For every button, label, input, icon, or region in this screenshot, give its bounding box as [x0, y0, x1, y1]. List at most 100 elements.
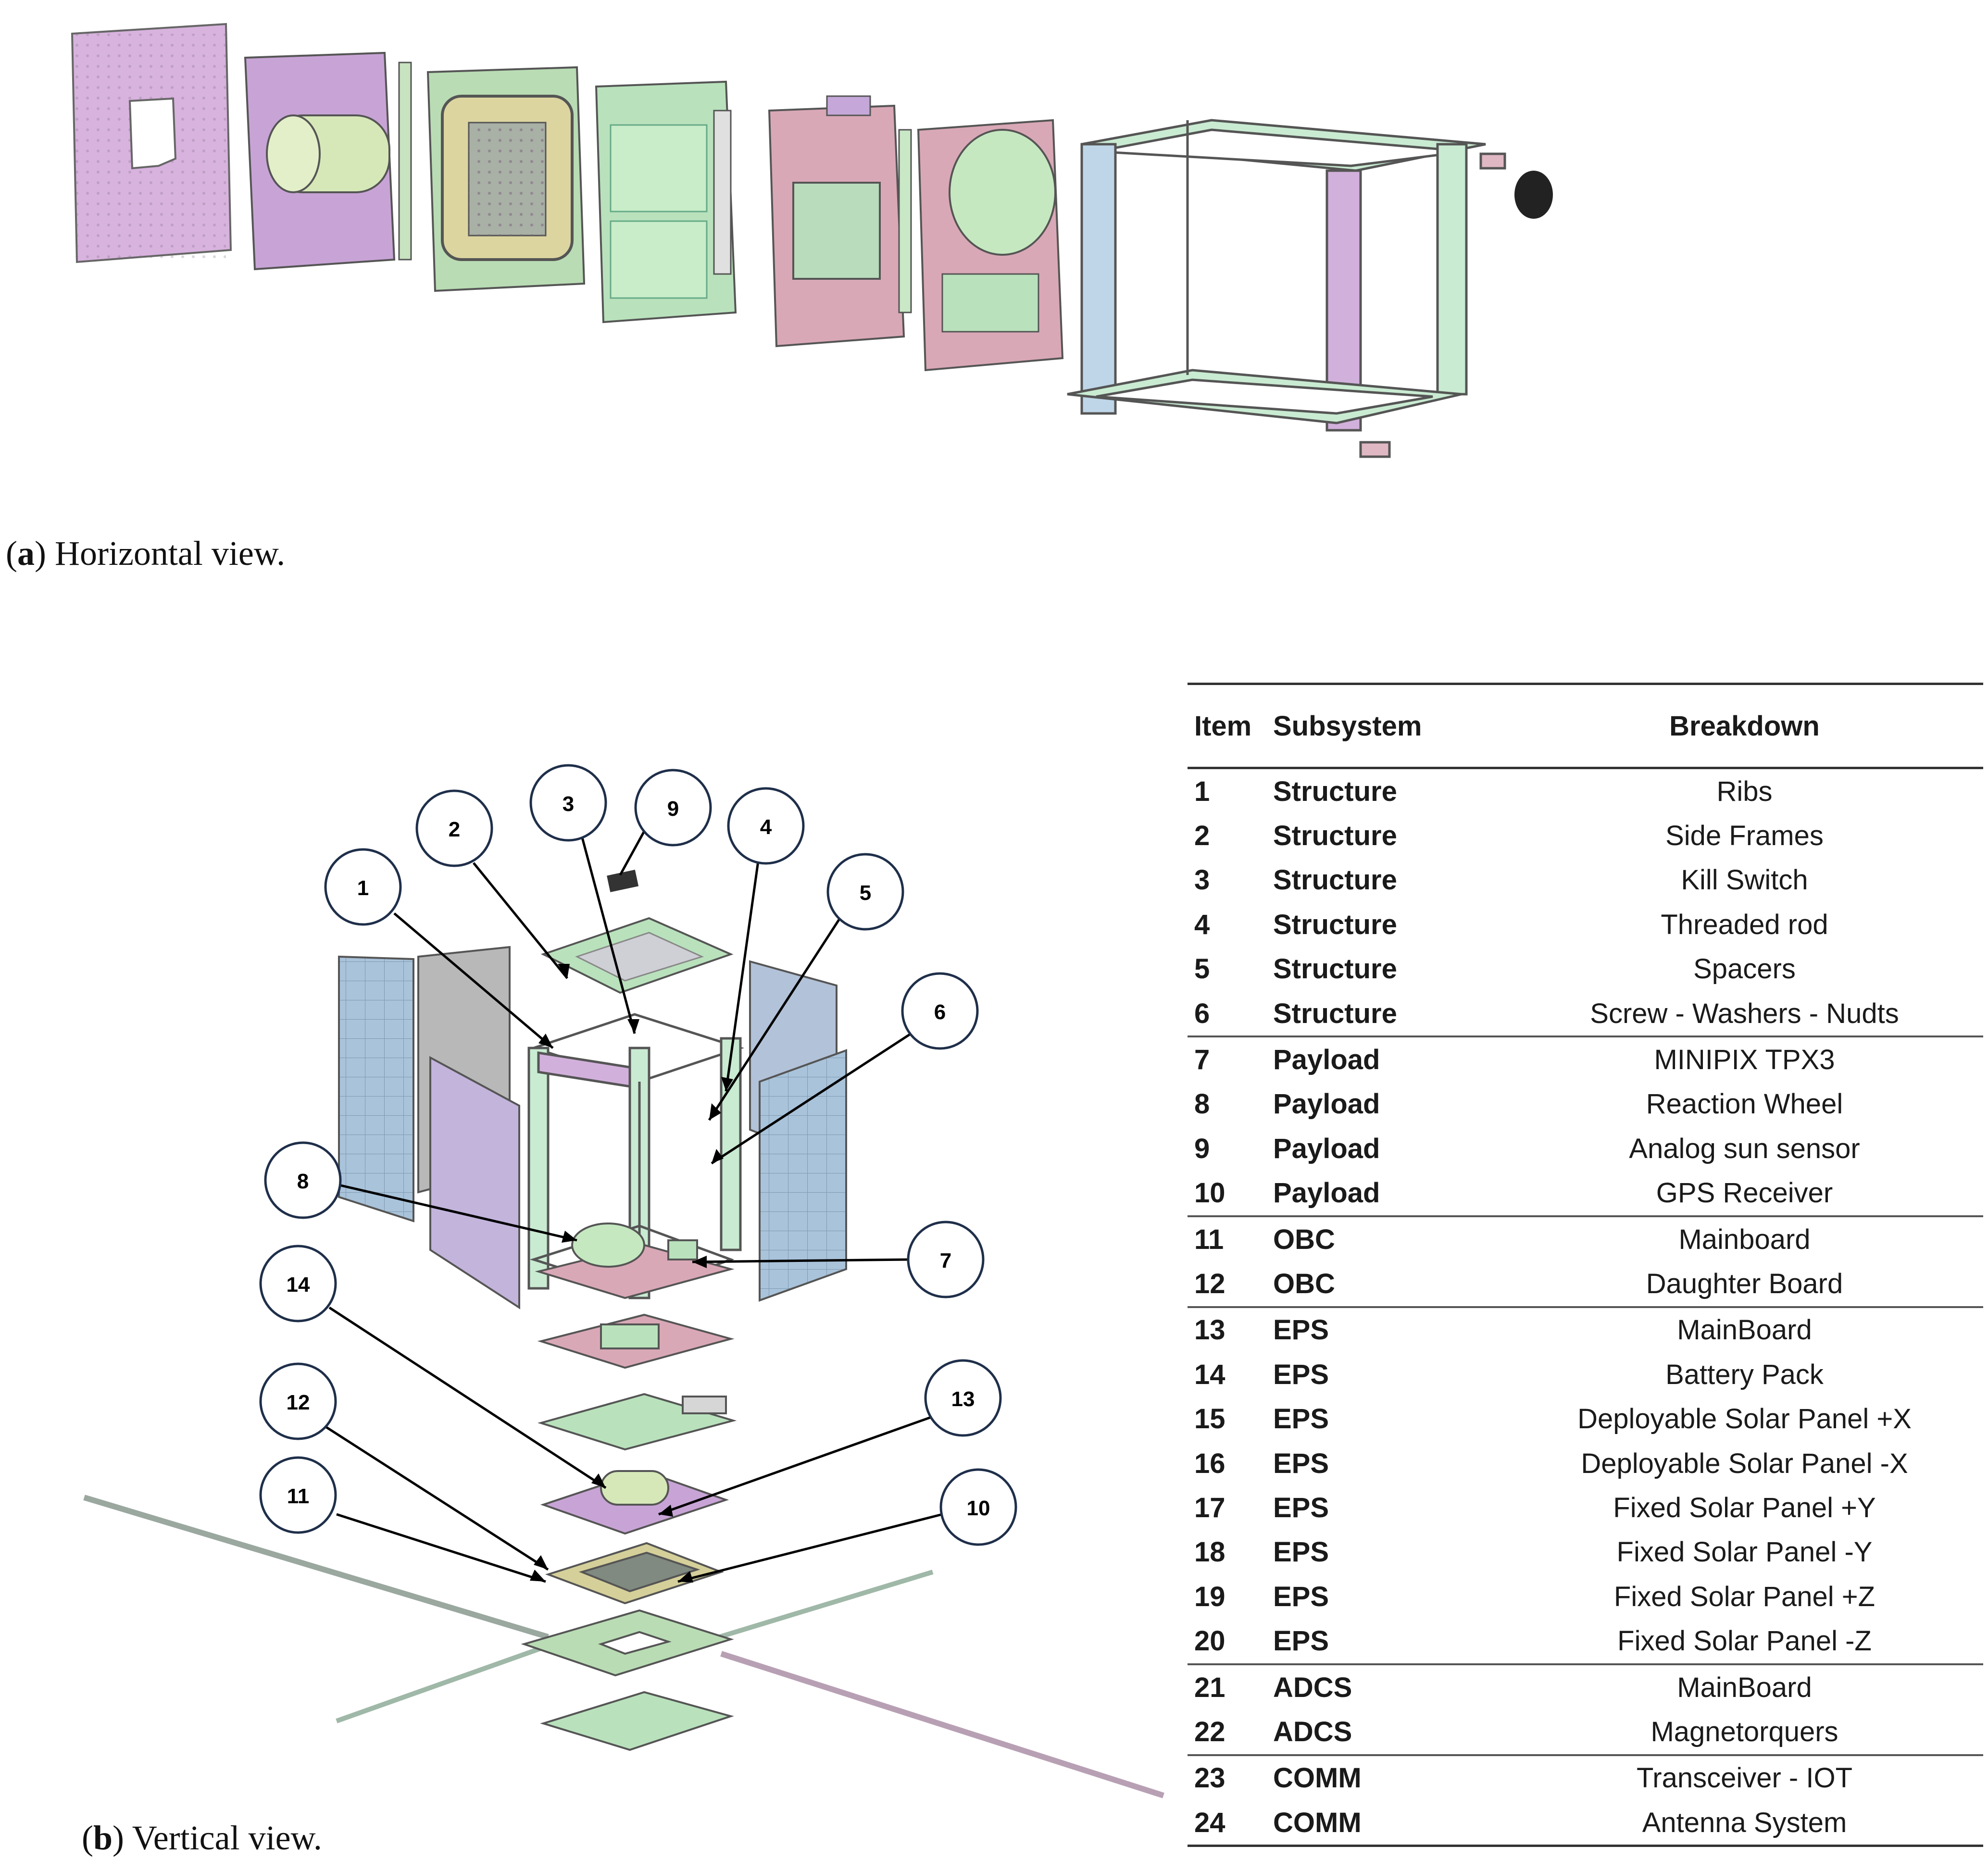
sun-sensor	[607, 870, 639, 892]
cell-subsystem: Structure	[1273, 909, 1397, 940]
callout-8-label: 8	[297, 1170, 309, 1193]
table-header-row: Item Subsystem Breakdown	[1188, 683, 1983, 769]
caption-a-text: ) Horizontal view.	[34, 534, 286, 573]
callout-6-label: 6	[934, 1000, 946, 1024]
table-row: 14 EPS Battery Pack	[1188, 1352, 1983, 1397]
cell-item: 21	[1188, 1663, 1266, 1710]
caption-b-text: ) Vertical view.	[113, 1819, 322, 1857]
table-row: 5 Structure Spacers	[1188, 947, 1983, 991]
solar-panel-left	[338, 955, 414, 1222]
cell-subsystem: COMM	[1266, 1800, 1499, 1847]
part-structure-frame	[1067, 119, 1506, 458]
table-row: 17 EPS Fixed Solar Panel +Y	[1188, 1485, 1983, 1530]
callout-2-label: 2	[449, 818, 460, 841]
cell-subsystem: Structure	[1273, 953, 1397, 985]
cell-subsystem: EPS	[1273, 1625, 1329, 1657]
cell-breakdown: MainBoard	[1499, 1663, 1983, 1710]
cell-item: 11	[1188, 1215, 1266, 1262]
callout-5-label: 5	[860, 881, 871, 905]
leader-lines	[319, 826, 943, 1583]
cell-item: 2	[1194, 820, 1210, 852]
cell-breakdown: GPS Receiver	[1656, 1177, 1833, 1209]
cell-breakdown: Spacers	[1693, 953, 1796, 985]
cell-subsystem: EPS	[1273, 1492, 1329, 1523]
cell-breakdown: Magnetorquers	[1650, 1716, 1838, 1747]
part-side-panel	[71, 23, 232, 263]
cell-item: 17	[1194, 1492, 1225, 1523]
cell-subsystem: EPS	[1273, 1359, 1329, 1390]
callout-13: 13	[924, 1359, 1002, 1437]
callout-11-label: 11	[287, 1484, 310, 1508]
cell-breakdown: Antenna System	[1499, 1800, 1983, 1847]
callout-7-label: 7	[940, 1249, 951, 1272]
horizontal-view	[71, 23, 1553, 458]
callout-8: 8	[264, 1141, 342, 1219]
part-obc-board	[768, 95, 912, 348]
cell-subsystem: ADCS	[1266, 1663, 1499, 1710]
callout-1-label: 1	[357, 876, 369, 900]
cell-breakdown: Transceiver - IOT	[1499, 1754, 1983, 1800]
antenna-front	[336, 1642, 554, 1723]
cell-item: 3	[1194, 864, 1210, 896]
cell-breakdown: Kill Switch	[1681, 864, 1808, 896]
header-item: Item	[1188, 683, 1266, 769]
cell-item: 15	[1194, 1403, 1225, 1435]
part-battery-board	[244, 51, 412, 271]
callout-12-label: 12	[287, 1391, 310, 1414]
callout-7: 7	[907, 1221, 985, 1298]
cell-subsystem: COMM	[1266, 1754, 1499, 1800]
cell-breakdown: Battery Pack	[1665, 1359, 1824, 1390]
antenna-right	[720, 1651, 1164, 1798]
cell-subsystem: Structure	[1273, 864, 1397, 896]
cell-item: 18	[1194, 1536, 1225, 1568]
cell-item: 4	[1194, 909, 1210, 940]
callout-5: 5	[826, 853, 904, 931]
cell-breakdown: Fixed Solar Panel +Y	[1613, 1492, 1876, 1523]
cell-item: 6	[1194, 998, 1210, 1029]
cell-subsystem: ADCS	[1273, 1716, 1352, 1747]
header-subsystem: Subsystem	[1266, 683, 1499, 769]
callout-4: 4	[727, 787, 805, 865]
callout-9-label: 9	[667, 797, 679, 821]
cell-item: 1	[1194, 775, 1210, 807]
cell-breakdown: Fixed Solar Panel +Z	[1613, 1581, 1875, 1612]
cell-subsystem: Structure	[1273, 820, 1397, 852]
cell-item: 5	[1194, 953, 1210, 985]
antenna-back	[711, 1570, 934, 1642]
cell-breakdown: Side Frames	[1665, 820, 1824, 852]
cell-item: 24	[1188, 1800, 1266, 1847]
cell-breakdown: Mainboard	[1499, 1215, 1983, 1262]
callout-3-label: 3	[563, 792, 574, 816]
cell-subsystem: Payload	[1273, 1177, 1380, 1209]
cell-subsystem: EPS	[1266, 1306, 1499, 1353]
callout-11: 11	[259, 1456, 337, 1534]
cell-item: 23	[1188, 1754, 1266, 1800]
board-stack	[521, 1222, 737, 1751]
cell-breakdown: Deployable Solar Panel +X	[1577, 1403, 1912, 1435]
callout-9: 9	[634, 769, 712, 847]
cell-subsystem: OBC	[1273, 1268, 1335, 1299]
side-panel-left-lower	[429, 1056, 520, 1310]
cell-subsystem: EPS	[1273, 1403, 1329, 1435]
cell-breakdown: Fixed Solar Panel -Z	[1617, 1625, 1872, 1657]
cell-item: 13	[1188, 1306, 1266, 1353]
callout-6: 6	[901, 972, 979, 1050]
cell-breakdown: Daughter Board	[1646, 1268, 1843, 1299]
table-row: 15 EPS Deployable Solar Panel +X	[1188, 1397, 1983, 1441]
cell-item: 12	[1194, 1268, 1225, 1299]
cell-subsystem: EPS	[1273, 1581, 1329, 1612]
cell-item: 20	[1194, 1625, 1225, 1657]
cell-breakdown: Fixed Solar Panel -Y	[1616, 1536, 1873, 1568]
callout-10: 10	[939, 1468, 1017, 1546]
cell-breakdown: Threaded rod	[1661, 909, 1828, 940]
cell-item: 14	[1194, 1359, 1225, 1390]
antenna-left	[83, 1495, 549, 1640]
cell-item: 16	[1194, 1447, 1225, 1479]
